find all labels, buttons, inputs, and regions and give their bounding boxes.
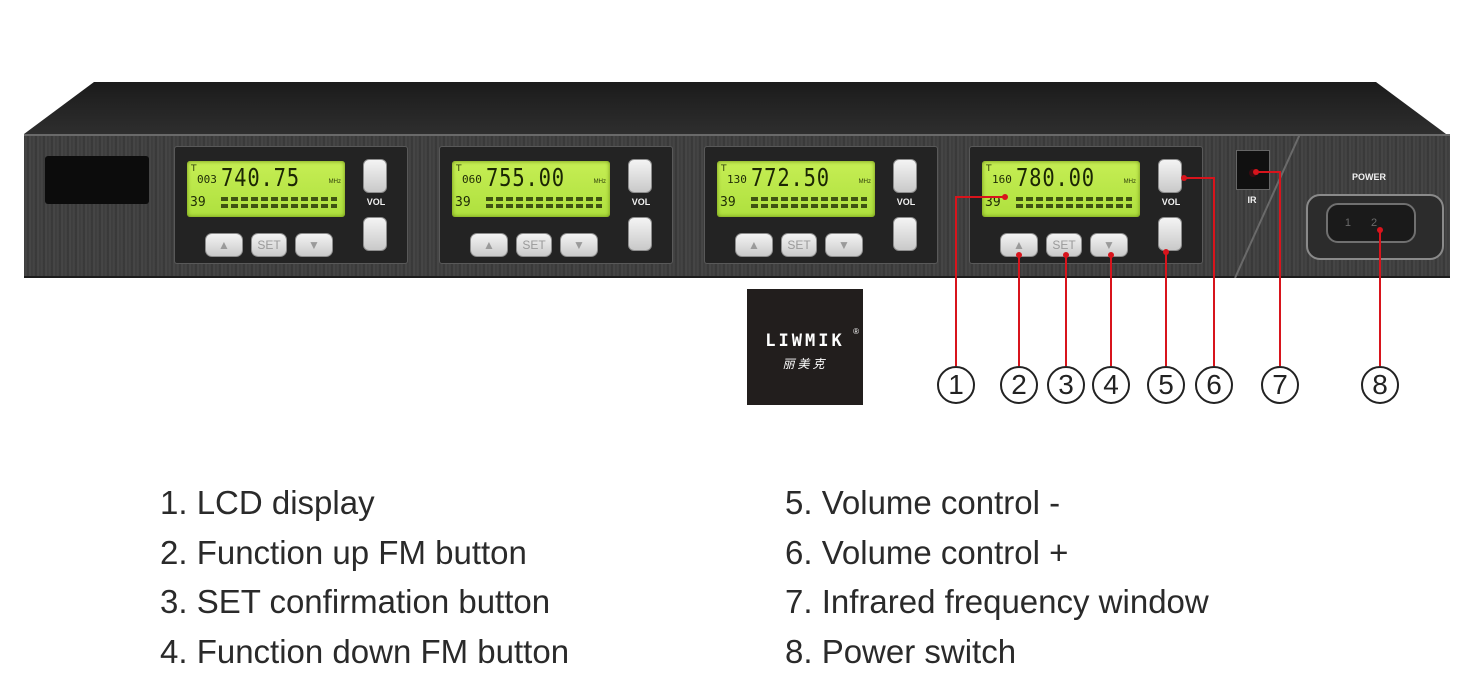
receiver-top-surface [24, 82, 1446, 134]
leader-line-6 [1184, 177, 1215, 366]
group-number: 39 [985, 195, 1001, 210]
vol-label: VOL [1161, 197, 1181, 207]
function-down-button[interactable]: ▼ [295, 233, 333, 257]
frequency-readout: 740.75 [221, 163, 300, 192]
leader-line-7 [1256, 171, 1281, 366]
frequency-unit: MHz [858, 179, 871, 185]
level-meter [751, 197, 867, 211]
panel-trim [1234, 134, 1301, 278]
legend-item: 3. SET confirmation button [160, 583, 551, 620]
leader-line-1 [955, 196, 1005, 366]
volume-up-button[interactable] [893, 159, 917, 193]
set-button[interactable]: SET [516, 233, 552, 257]
lcd-display: T 160 780.00 MHz 39 [982, 161, 1140, 217]
legend-left-column: 1. LCD display 2. Function up FM button … [160, 478, 569, 676]
group-number: 39 [455, 195, 471, 210]
callout-2: 2 [1000, 366, 1038, 404]
level-meter [221, 197, 337, 211]
channel-2-panel: T 060 755.00 MHz 39 ▲ SET ▼ VOL [439, 146, 673, 264]
volume-down-button[interactable] [628, 217, 652, 251]
channel-number: 003 [197, 173, 217, 186]
volume-up-button[interactable] [628, 159, 652, 193]
callout-3: 3 [1047, 366, 1085, 404]
channel-1-panel: T 003 740.75 MHz 39 ▲ SET ▼ VOL [174, 146, 408, 264]
callout-7: 7 [1261, 366, 1299, 404]
antenna-indicator: T [986, 164, 992, 174]
lcd-display: T 060 755.00 MHz 39 [452, 161, 610, 217]
ir-sensor-icon [1249, 169, 1257, 177]
level-meter [486, 197, 602, 211]
legend-item: 5. Volume control - [785, 484, 1061, 521]
frequency-unit: MHz [328, 179, 341, 185]
callout-4: 4 [1092, 366, 1130, 404]
channel-number: 160 [992, 173, 1012, 186]
callout-6: 6 [1195, 366, 1233, 404]
group-number: 39 [720, 195, 736, 210]
function-up-button[interactable]: ▲ [205, 233, 243, 257]
set-button[interactable]: SET [251, 233, 287, 257]
level-meter [1016, 197, 1132, 211]
ir-label: IR [1247, 195, 1257, 205]
callout-8: 8 [1361, 366, 1399, 404]
channel-number: 130 [727, 173, 747, 186]
function-down-button[interactable]: ▼ [560, 233, 598, 257]
volume-down-button[interactable] [893, 217, 917, 251]
legend-item: 1. LCD display [160, 484, 375, 521]
vol-label: VOL [631, 197, 651, 207]
leader-dot-6 [1181, 175, 1187, 181]
channel-3-panel: T 130 772.50 MHz 39 ▲ SET ▼ VOL [704, 146, 938, 264]
callout-1: 1 [937, 366, 975, 404]
legend-item: 7. Infrared frequency window [785, 583, 1209, 620]
antenna-indicator: T [721, 164, 727, 174]
logo-chinese-text: 丽美克 [782, 357, 828, 371]
infrared-window [1236, 150, 1270, 190]
vol-label: VOL [896, 197, 916, 207]
vol-label: VOL [366, 197, 386, 207]
channel-4-panel: T 160 780.00 MHz 39 ▲ SET ▼ VOL [969, 146, 1203, 264]
leader-dot-2 [1016, 252, 1022, 258]
leader-dot-8 [1377, 227, 1383, 233]
leader-dot-5 [1163, 249, 1169, 255]
power-switch[interactable]: 12 [1326, 203, 1416, 243]
function-up-button[interactable]: ▲ [735, 233, 773, 257]
receiver-window [45, 156, 149, 204]
legend-item: 4. Function down FM button [160, 632, 570, 670]
leader-dot-3 [1063, 252, 1069, 258]
logo-registered-mark: ® [853, 327, 859, 336]
legend-item: 6. Volume control + [785, 533, 1069, 571]
legend-right-column: 5. Volume control - 6. Volume control + … [785, 478, 1209, 676]
frequency-readout: 755.00 [486, 163, 565, 192]
leader-dot-1 [1002, 194, 1008, 200]
legend-item: 2. Function up FM button [160, 533, 527, 571]
group-number: 39 [190, 195, 206, 210]
function-up-button[interactable]: ▲ [470, 233, 508, 257]
set-button[interactable]: SET [781, 233, 817, 257]
antenna-indicator: T [191, 164, 197, 174]
frequency-readout: 780.00 [1016, 163, 1095, 192]
volume-down-button[interactable] [363, 217, 387, 251]
frequency-readout: 772.50 [751, 163, 830, 192]
leader-dot-7 [1253, 169, 1259, 175]
set-button[interactable]: SET [1046, 233, 1082, 257]
channel-number: 060 [462, 173, 482, 186]
lcd-display: T 130 772.50 MHz 39 [717, 161, 875, 217]
logo-brand-text: LIWMIK [765, 331, 845, 351]
function-down-button[interactable]: ▼ [825, 233, 863, 257]
frequency-unit: MHz [1123, 179, 1136, 185]
volume-up-button[interactable] [1158, 159, 1182, 193]
antenna-indicator: T [456, 164, 462, 174]
brand-logo: LIWMIK ® 丽美克 [747, 289, 863, 405]
lcd-display: T 003 740.75 MHz 39 [187, 161, 345, 217]
frequency-unit: MHz [593, 179, 606, 185]
callout-5: 5 [1147, 366, 1185, 404]
leader-dot-4 [1108, 252, 1114, 258]
volume-down-button[interactable] [1158, 217, 1182, 251]
power-label: POWER [1351, 172, 1386, 182]
legend-item: 8. Power switch [785, 632, 1017, 670]
volume-up-button[interactable] [363, 159, 387, 193]
